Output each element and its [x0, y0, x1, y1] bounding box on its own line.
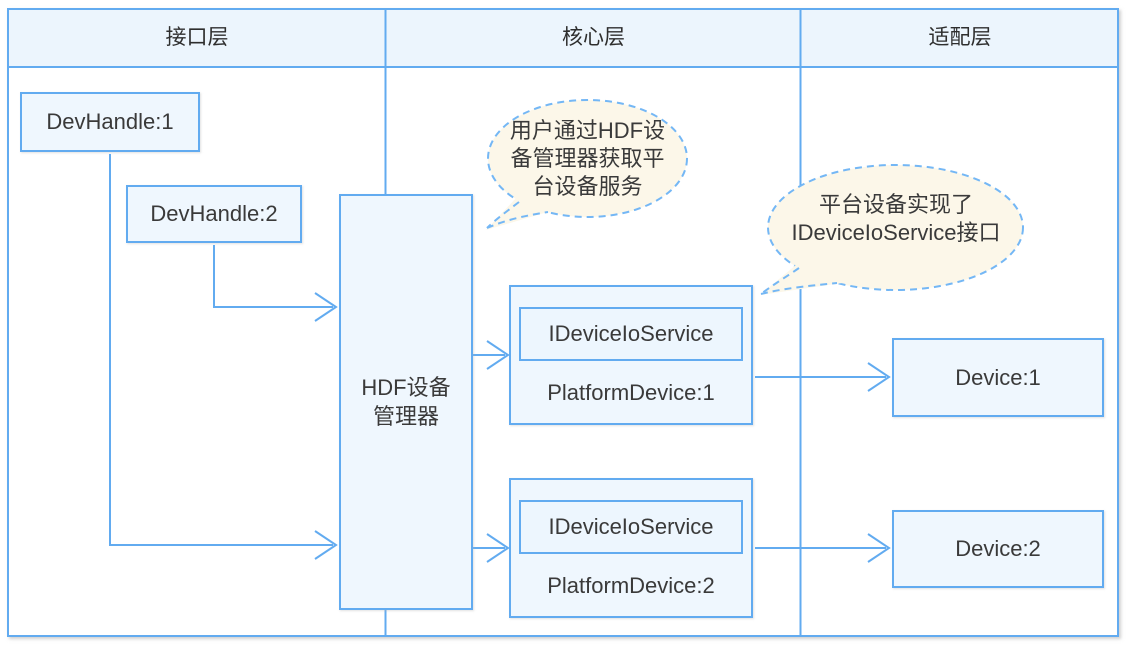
callout-bubble-manager: [486, 99, 688, 230]
node-devhandle-1: DevHandle:1: [20, 92, 200, 152]
node-device-1-label: Device:1: [955, 364, 1041, 390]
callout-bubble-service-ellipse: [767, 164, 1024, 291]
node-hdf-device-manager-label-line1: HDF设备: [361, 375, 451, 400]
arrowhead-devhandle2-to-hdf-icon: [314, 292, 338, 322]
callout-service-note-text: 平台设备实现了IDeviceIoService接口: [791, 192, 1001, 245]
node-devhandle-1-label: DevHandle:1: [46, 109, 174, 134]
layer-header-row: [9, 10, 1117, 68]
node-device-2-label: Device:2: [955, 536, 1041, 561]
arrowhead-platformdevice1-to-device1-icon: [867, 362, 891, 392]
callout-manager-note-text: 用户通过HDF设备管理器获取平台设备服务: [509, 118, 666, 199]
header-core-layer: 核心层: [562, 26, 625, 49]
connector-devhandle1-to-hdf: [109, 154, 333, 546]
node-devhandle-2: DevHandle:2: [126, 185, 302, 243]
arrowhead-platformdevice2-to-device2-icon: [867, 533, 891, 563]
node-device-1: Device:1: [892, 338, 1104, 417]
node-platform-device-1: IDeviceIoService PlatformDevice:1: [509, 285, 753, 425]
node-ideviceioservice-2-label: IDeviceIoService: [548, 514, 714, 539]
callout-bubble-manager-ellipse: [487, 99, 688, 218]
node-ideviceioservice-1: IDeviceIoService: [519, 307, 743, 361]
connector-devhandle2-to-hdf: [213, 245, 333, 308]
arrowhead-hdf-to-platformdevice1-icon: [486, 340, 510, 370]
callout-bubble-service-tail-fill: [760, 264, 842, 295]
callout-bubble-manager-tail-edge: [486, 211, 549, 229]
node-device-2: Device:2: [892, 510, 1104, 588]
node-platform-device-2: IDeviceIoService PlatformDevice:2: [509, 478, 753, 618]
header-interface-layer: 接口层: [165, 26, 229, 49]
callout-bubble-service-tail-edge: [760, 267, 800, 295]
node-ideviceioservice-1-label: IDeviceIoService: [548, 321, 714, 346]
node-devhandle-2-label: DevHandle:2: [150, 201, 278, 226]
callout-bubble-manager-tail-edge: [486, 201, 520, 229]
node-platform-device-1-label: PlatformDevice:1: [547, 380, 715, 405]
node-hdf-device-manager-label-line2: 管理器: [372, 404, 439, 429]
arrowhead-devhandle1-to-hdf-icon: [314, 530, 338, 560]
node-ideviceioservice-2: IDeviceIoService: [519, 500, 743, 554]
callout-bubble-service-tail-edge: [760, 282, 838, 295]
arrowhead-hdf-to-platformdevice2-icon: [486, 533, 510, 563]
node-hdf-device-manager: HDF设备 管理器: [339, 194, 473, 610]
callout-bubble-service: [760, 164, 1024, 295]
node-platform-device-2-label: PlatformDevice:2: [547, 573, 715, 598]
header-adapter-layer: 适配层: [928, 26, 992, 49]
